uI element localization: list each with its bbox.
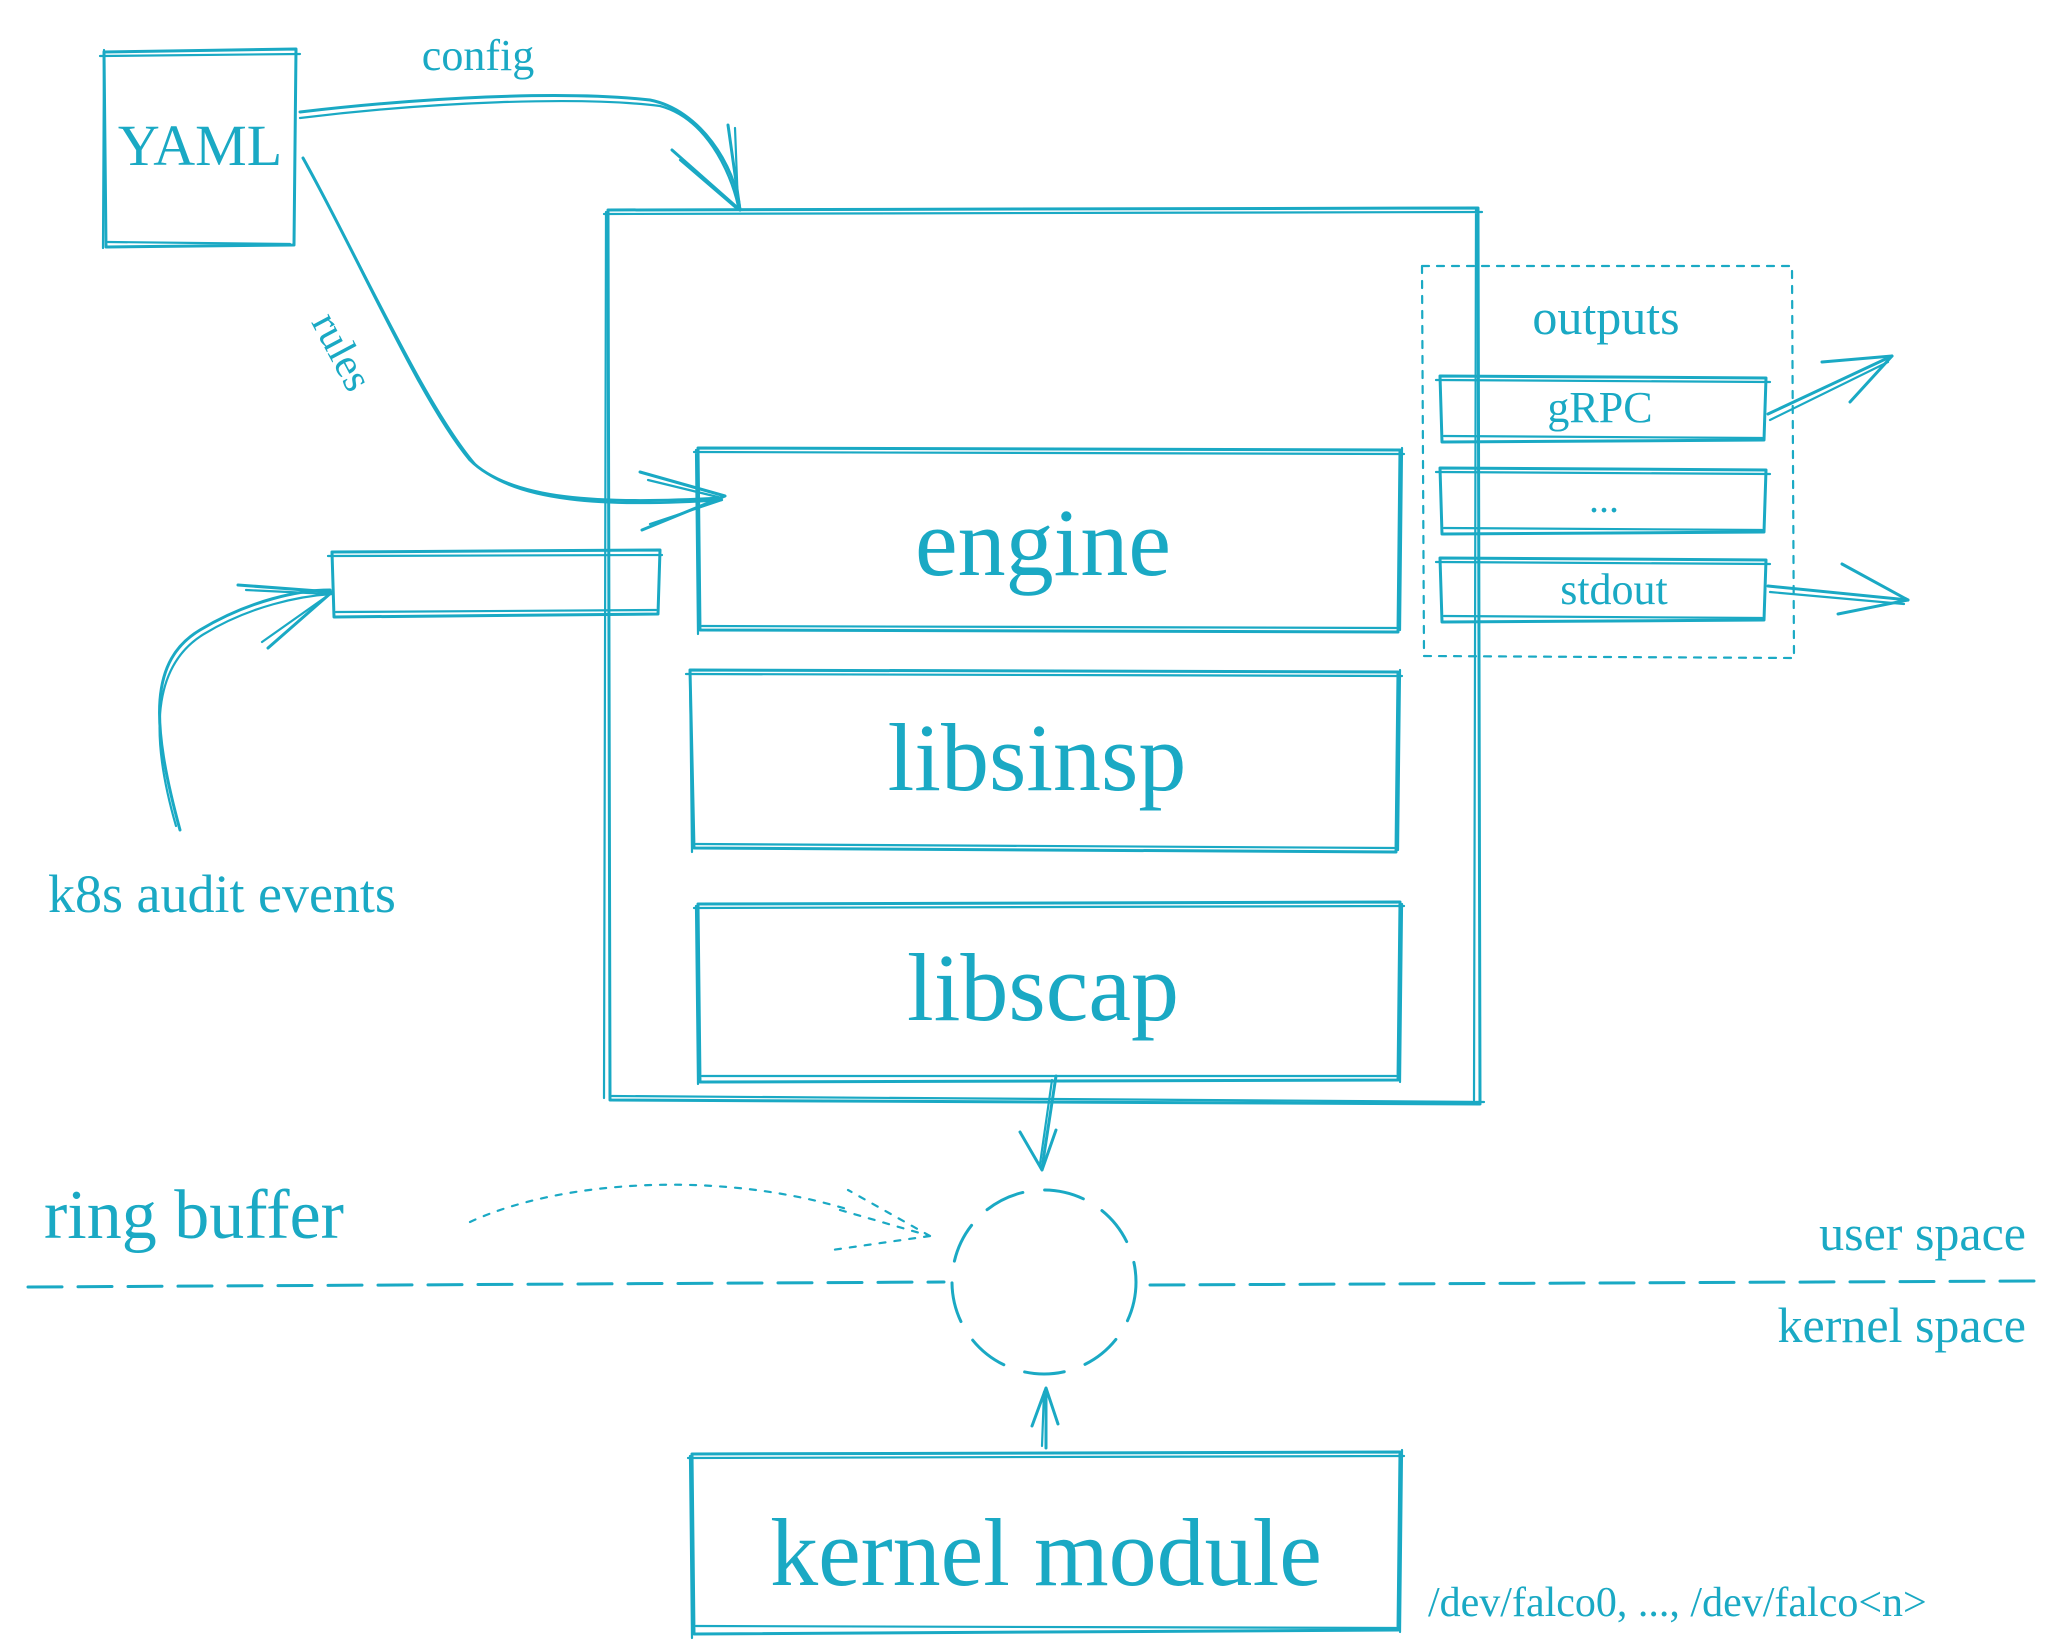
ring-buffer-label: ring buffer xyxy=(44,1177,344,1254)
libscap-box: libscap xyxy=(692,900,1406,1086)
kernel-module-label: kernel module xyxy=(770,1499,1322,1606)
rules-label: rules xyxy=(302,305,381,399)
libscap-to-ring-arrow xyxy=(1018,1074,1058,1172)
outputs-label: outputs xyxy=(1532,289,1679,345)
kernel-space-label: kernel space xyxy=(1778,1297,2026,1353)
user-space-label: user space xyxy=(1819,1205,2026,1261)
k8s-audit-input-bar xyxy=(326,548,664,619)
engine-box: engine xyxy=(692,446,1406,636)
yaml-label: YAML xyxy=(118,113,282,178)
ring-buffer-pointer xyxy=(468,1183,932,1252)
output-grpc: gRPC xyxy=(1434,374,1772,444)
user-kernel-divider xyxy=(26,1280,946,1289)
ring-buffer-circle xyxy=(950,1188,1138,1376)
config-arrow xyxy=(298,94,742,212)
k8s-audit-arrow xyxy=(158,583,334,832)
kernel-module-box: kernel module xyxy=(686,1448,1406,1640)
libsinsp-box: libsinsp xyxy=(684,668,1404,854)
libscap-label: libscap xyxy=(907,934,1179,1041)
output-ellipsis: ... xyxy=(1434,466,1772,536)
k8s-audit-events-label: k8s audit events xyxy=(48,864,396,924)
engine-label: engine xyxy=(915,489,1171,596)
config-label: config xyxy=(422,31,534,80)
libsinsp-label: libsinsp xyxy=(888,704,1187,811)
yaml-box: YAML xyxy=(98,47,302,250)
outputs-group: outputs gRPC ... stdout xyxy=(1420,264,1796,660)
output-stdout-label: stdout xyxy=(1560,565,1668,614)
falco-container xyxy=(602,206,1486,1106)
module-to-ring-arrow xyxy=(1030,1386,1060,1450)
output-stdout: stdout xyxy=(1434,556,1772,624)
user-kernel-divider-right xyxy=(1148,1279,2042,1287)
output-ellipsis-label: ... xyxy=(1589,476,1619,521)
rules-arrow xyxy=(301,156,727,532)
output-grpc-label: gRPC xyxy=(1547,383,1652,432)
stdout-out-arrow xyxy=(1766,562,1910,616)
device-files-label: /dev/falco0, ..., /dev/falco<n> xyxy=(1428,1580,1927,1626)
grpc-out-arrow xyxy=(1766,354,1894,422)
